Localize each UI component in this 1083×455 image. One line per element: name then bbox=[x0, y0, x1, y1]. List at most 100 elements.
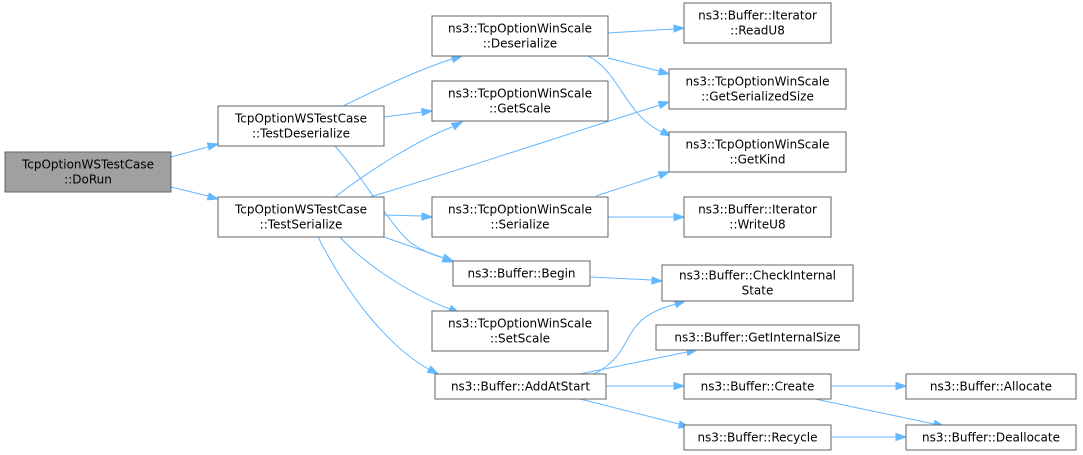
node-label-line: ns3::Buffer::CheckInternal bbox=[679, 269, 836, 283]
edge-testser-setscale bbox=[339, 236, 461, 314]
edge-begin-checkinternal bbox=[589, 276, 664, 285]
edge-line bbox=[383, 111, 423, 118]
node-begin[interactable]: ns3::Buffer::Begin bbox=[452, 260, 591, 287]
node-box[interactable] bbox=[431, 310, 609, 352]
edge-line bbox=[607, 28, 675, 34]
node-getsersize[interactable]: ns3::TcpOptionWinScale::GetSerializedSiz… bbox=[668, 68, 847, 110]
edge-testdeser-getscale bbox=[383, 107, 434, 118]
arrowhead-icon bbox=[673, 24, 686, 33]
edge-line bbox=[342, 58, 453, 107]
node-label-line: ns3::Buffer::GetInternalSize bbox=[674, 331, 840, 345]
node-label-line: ns3::Buffer::Begin bbox=[467, 267, 575, 281]
node-label-line: ns3::TcpOptionWinScale bbox=[448, 87, 592, 101]
node-getscale[interactable]: ns3::TcpOptionWinScale::GetScale bbox=[431, 80, 609, 122]
node-addatstart[interactable]: ns3::Buffer::AddAtStart bbox=[434, 373, 607, 400]
node-create[interactable]: ns3::Buffer::Create bbox=[683, 373, 832, 400]
node-getinternalsize[interactable]: ns3::Buffer::GetInternalSize bbox=[655, 324, 860, 351]
node-label-line: ns3::Buffer::Iterator bbox=[698, 9, 817, 23]
node-label-line: ns3::TcpOptionWinScale bbox=[686, 75, 830, 89]
node-box[interactable] bbox=[431, 80, 609, 122]
edge-line bbox=[170, 146, 209, 158]
node-box[interactable] bbox=[661, 264, 854, 302]
node-box[interactable] bbox=[683, 196, 832, 238]
arrowhead-icon bbox=[895, 432, 908, 442]
node-dorun[interactable]: TcpOptionWSTestCase::DoRun bbox=[4, 151, 172, 193]
edge-deser-getsersize bbox=[607, 57, 671, 76]
edge-create-allocate bbox=[831, 381, 908, 391]
node-label-line: ::Serialize bbox=[490, 218, 549, 232]
edge-recycle-deallocate bbox=[831, 432, 908, 442]
node-box[interactable] bbox=[431, 196, 609, 238]
arrowhead-icon bbox=[450, 121, 464, 131]
node-label-line: ns3::TcpOptionWinScale bbox=[448, 203, 592, 217]
arrowhead-icon bbox=[657, 67, 671, 76]
node-writeu8[interactable]: ns3::Buffer::Iterator::WriteU8 bbox=[683, 196, 832, 238]
edge-dorun-testdeser bbox=[170, 142, 220, 158]
node-label-line: ns3::TcpOptionWinScale bbox=[448, 317, 592, 331]
edge-line bbox=[317, 236, 431, 371]
node-label-line: ns3::TcpOptionWinScale bbox=[448, 22, 592, 36]
edge-line bbox=[383, 214, 423, 217]
node-getkind[interactable]: ns3::TcpOptionWinScale::GetKind bbox=[668, 131, 847, 173]
node-label-line: ns3::Buffer::Allocate bbox=[930, 380, 1052, 394]
arrowhead-icon bbox=[421, 107, 434, 117]
arrowhead-icon bbox=[441, 254, 455, 263]
edge-line bbox=[595, 174, 661, 197]
node-label-line: ::WriteU8 bbox=[729, 218, 785, 232]
node-setscale[interactable]: ns3::TcpOptionWinScale::SetScale bbox=[431, 310, 609, 352]
edge-testser-begin bbox=[383, 236, 455, 263]
node-label-line: ::TestDeserialize bbox=[252, 127, 350, 141]
node-testser[interactable]: TcpOptionWSTestCase::TestSerialize bbox=[217, 196, 385, 238]
arrowhead-icon bbox=[673, 212, 686, 222]
node-label-line: ns3::Buffer::Recycle bbox=[697, 431, 817, 445]
edge-testser-getsersize bbox=[369, 101, 671, 198]
node-box[interactable] bbox=[655, 324, 860, 351]
arrowhead-icon bbox=[657, 101, 671, 110]
node-label-line: ns3::Buffer::Iterator bbox=[698, 203, 817, 217]
node-label-line: ::SetScale bbox=[490, 332, 550, 346]
node-readu8[interactable]: ns3::Buffer::Iterator::ReadU8 bbox=[683, 2, 832, 44]
node-serialize[interactable]: ns3::TcpOptionWinScale::Serialize bbox=[431, 196, 609, 238]
node-label-line: ns3::TcpOptionWinScale bbox=[686, 138, 830, 152]
node-deser[interactable]: ns3::TcpOptionWinScale::Deserialize bbox=[431, 15, 609, 57]
node-box[interactable] bbox=[683, 2, 832, 44]
node-label-line: TcpOptionWSTestCase bbox=[234, 112, 367, 126]
edge-testser-serialize bbox=[383, 212, 434, 221]
node-box[interactable] bbox=[683, 424, 832, 451]
node-box[interactable] bbox=[668, 131, 847, 173]
node-label-line: ::ReadU8 bbox=[730, 24, 785, 38]
edge-testser-addatstart bbox=[317, 236, 440, 375]
node-label-line: ::GetSerializedSize bbox=[701, 90, 814, 104]
node-label-line: ns3::Buffer::Create bbox=[701, 380, 815, 394]
node-box[interactable] bbox=[434, 373, 607, 400]
node-box[interactable] bbox=[217, 105, 385, 147]
node-box[interactable] bbox=[905, 373, 1077, 400]
node-deallocate[interactable]: ns3::Buffer::Deallocate bbox=[905, 424, 1077, 451]
edge-line bbox=[593, 303, 677, 375]
node-box[interactable] bbox=[431, 15, 609, 57]
node-label-line: ns3::Buffer::Deallocate bbox=[922, 431, 1060, 445]
node-allocate[interactable]: ns3::Buffer::Allocate bbox=[905, 373, 1077, 400]
edge-line bbox=[334, 126, 453, 198]
nodes-layer: TcpOptionWSTestCase::DoRunTcpOptionWSTes… bbox=[4, 2, 1077, 451]
node-box[interactable] bbox=[668, 68, 847, 110]
node-testdeser[interactable]: TcpOptionWSTestCase::TestDeserialize bbox=[217, 105, 385, 147]
edge-line bbox=[579, 398, 680, 425]
node-box[interactable] bbox=[905, 424, 1077, 451]
node-label-line: ::TestSerialize bbox=[260, 218, 343, 232]
node-box[interactable] bbox=[217, 196, 385, 238]
edge-line bbox=[339, 236, 451, 310]
edge-line bbox=[589, 276, 653, 281]
node-box[interactable] bbox=[683, 373, 832, 400]
node-box[interactable] bbox=[4, 151, 172, 193]
edge-dorun-testser bbox=[170, 186, 220, 201]
edge-line bbox=[587, 55, 663, 133]
edge-line bbox=[814, 398, 935, 425]
edge-testser-getscale bbox=[334, 121, 464, 198]
node-recycle[interactable]: ns3::Buffer::Recycle bbox=[683, 424, 832, 451]
arrowhead-icon bbox=[421, 212, 434, 221]
node-box[interactable] bbox=[452, 260, 591, 287]
arrowhead-icon bbox=[206, 142, 220, 151]
edge-line bbox=[383, 236, 445, 259]
